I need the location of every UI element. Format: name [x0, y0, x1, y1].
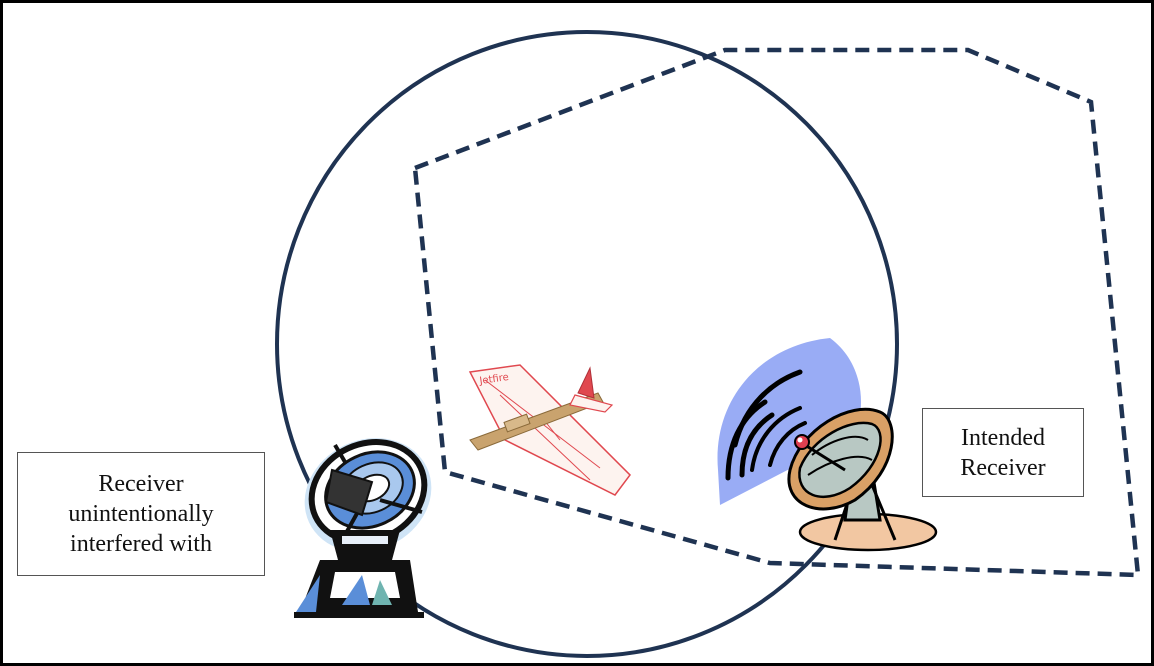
- satellite-dish-icon: [717, 338, 938, 552]
- unintended-receiver-label: Receiver unintentionally interfered with: [17, 452, 265, 576]
- unintended-label-line-3: interfered with: [70, 531, 212, 557]
- interference-circle: [275, 30, 899, 658]
- unintended-label-line-1: Receiver: [98, 471, 184, 497]
- intended-region-polygon: [412, 47, 1141, 578]
- unintended-label-line-2: unintentionally: [68, 501, 214, 527]
- radar-tower-icon: [294, 438, 432, 618]
- intended-receiver-label: Intended Receiver: [922, 408, 1084, 497]
- intended-label-line-1: Intended: [961, 424, 1045, 451]
- airplane-icon: Jetfire: [468, 364, 631, 496]
- svg-text:Jetfire: Jetfire: [478, 372, 510, 387]
- intended-label-line-2: Receiver: [960, 454, 1046, 481]
